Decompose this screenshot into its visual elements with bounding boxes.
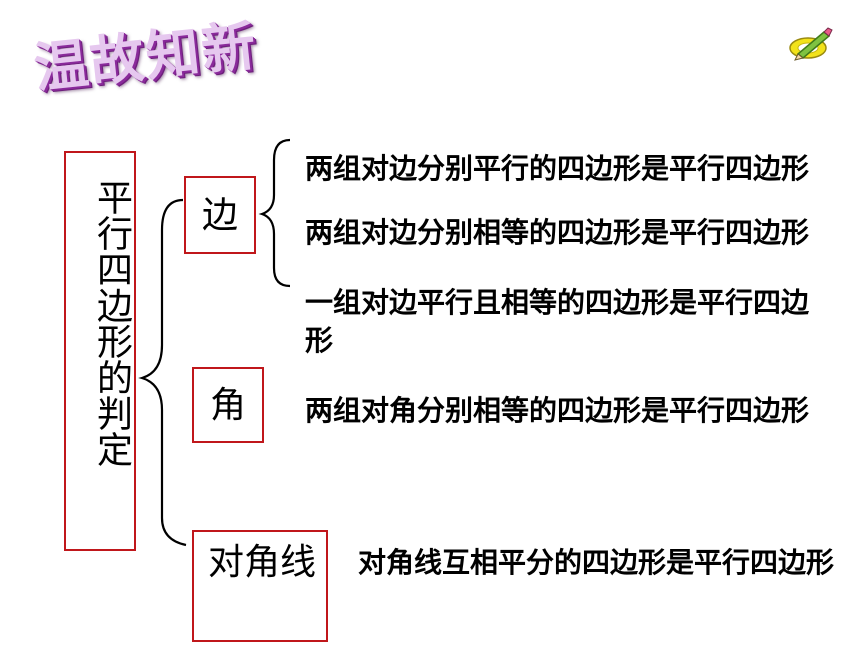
slide-title: 温故知新 [30, 12, 261, 101]
category-side-box: 边 [184, 176, 256, 254]
main-topic-box: 平行四边形的判定 [64, 151, 136, 551]
category-side-label: 边 [201, 195, 238, 236]
category-diagonal-box: 对角线 [192, 530, 328, 642]
main-topic-label: 平行四边形的判定 [91, 179, 132, 467]
main-brace [138, 198, 187, 547]
side-brace [258, 138, 291, 288]
side-statement-3: 一组对边平行且相等的四边形是平行四边形 [305, 286, 810, 357]
category-diagonal-label: 对角线 [208, 542, 317, 583]
side-statement-1: 两组对边分别平行的四边形是平行四边形 [305, 152, 810, 185]
side-statement-2: 两组对边分别相等的四边形是平行四边形 [305, 216, 810, 249]
category-angle-box: 角 [192, 367, 264, 443]
diagonal-statement: 对角线互相平分的四边形是平行四边形 [358, 546, 835, 579]
pencil-icon [789, 27, 833, 61]
angle-statement: 两组对角分别相等的四边形是平行四边形 [305, 394, 810, 427]
category-angle-label: 角 [209, 385, 246, 426]
